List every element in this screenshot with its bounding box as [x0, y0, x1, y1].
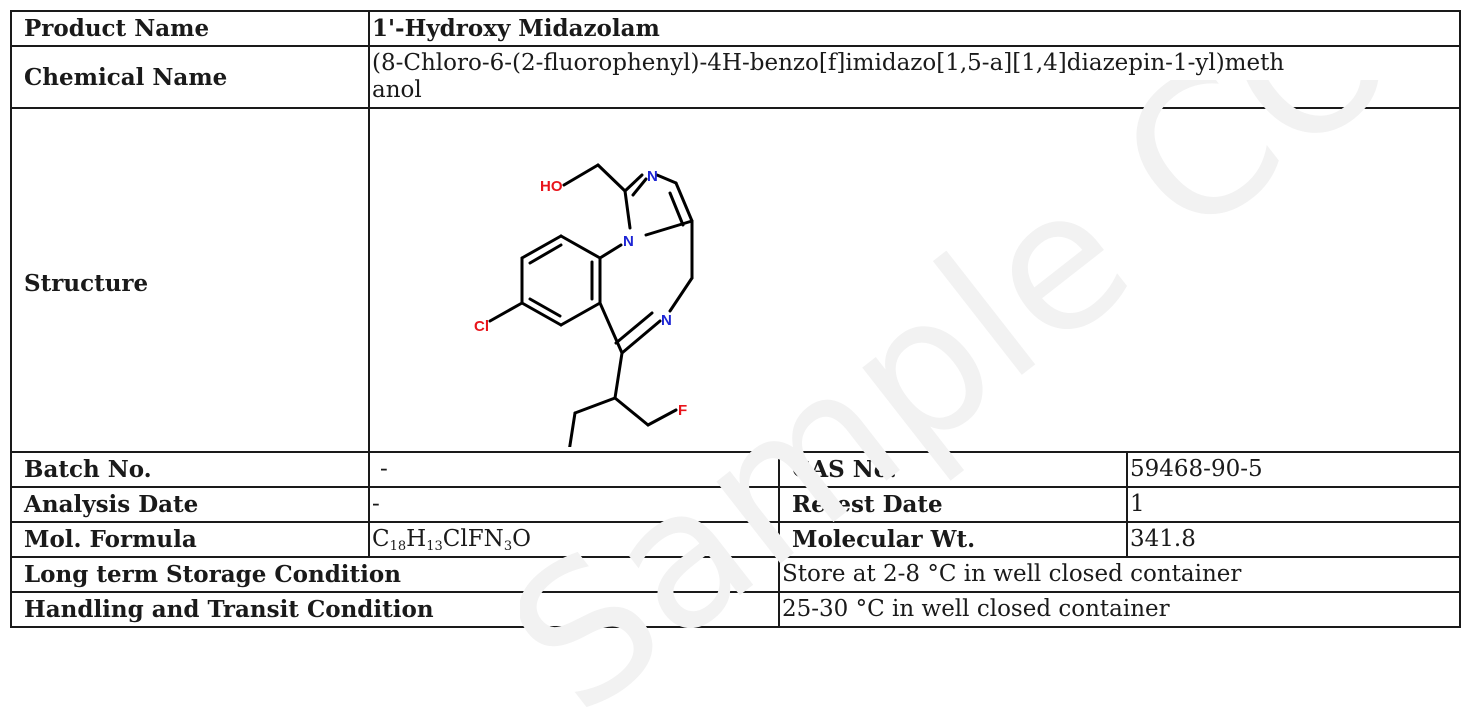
analysis-date-value: -: [368, 486, 780, 523]
mol-formula-value: C18H13ClFN3O: [368, 521, 780, 558]
mol-wt-label: Molecular Wt.: [778, 521, 1128, 558]
row-formula-wt: Mol. Formula C18H13ClFN3O Molecular Wt. …: [10, 521, 1462, 558]
storage-value: Store at 2-8 °C in well closed container: [777, 556, 1462, 593]
formula-n-count: 3: [503, 539, 513, 554]
formula-h-count: 13: [426, 539, 443, 554]
batch-no-value: -: [368, 451, 780, 488]
mol-formula-label: Mol. Formula: [10, 521, 370, 558]
coa-table: Product Name 1'-Hydroxy Midazolam Chemic…: [10, 10, 1462, 628]
analysis-date-label: Analysis Date: [10, 486, 370, 523]
cas-no-label: CAS No.: [778, 451, 1128, 488]
retest-date-value: 1: [1125, 486, 1462, 523]
storage-label: Long term Storage Condition: [10, 556, 780, 593]
structure-label: Structure: [10, 107, 370, 453]
row-handling: Handling and Transit Condition 25-30 °C …: [10, 591, 1462, 628]
atom-ho: HO: [540, 178, 563, 195]
chemical-name-text: (8-Chloro-6-(2-fluorophenyl)-4H-benzo[f]…: [372, 50, 1285, 103]
row-storage: Long term Storage Condition Store at 2-8…: [10, 556, 1462, 593]
retest-date-label: Retest Date: [778, 486, 1128, 523]
atom-cl: Cl: [474, 318, 489, 335]
chemical-name-value: (8-Chloro-6-(2-fluorophenyl)-4H-benzo[f]…: [367, 45, 1462, 109]
atom-n-diazepine: N: [661, 312, 672, 329]
row-structure: Structure: [10, 107, 1462, 453]
mol-wt-value: 341.8: [1125, 521, 1462, 558]
handling-value: 25-30 °C in well closed container: [777, 591, 1462, 628]
handling-label: Handling and Transit Condition: [10, 591, 780, 628]
row-batch-cas: Batch No. - CAS No. 59468-90-5: [10, 451, 1462, 488]
formula-c: C: [372, 526, 390, 552]
row-product-name: Product Name 1'-Hydroxy Midazolam: [10, 10, 1462, 47]
chemical-name-label: Chemical Name: [10, 45, 370, 109]
row-dates: Analysis Date - Retest Date 1: [10, 486, 1462, 523]
formula-o: O: [512, 526, 531, 552]
atom-n-imidazole-1: N: [623, 233, 634, 250]
atom-f: F: [678, 402, 687, 419]
atom-n-imidazole-2: N: [647, 168, 658, 185]
formula-c-count: 18: [389, 539, 407, 554]
structure-cell: Cl N N N HO F: [367, 107, 1462, 453]
structure-drawing: Cl N N N HO F: [474, 163, 694, 447]
product-name-label: Product Name: [10, 10, 370, 47]
row-chemical-name: Chemical Name (8-Chloro-6-(2-fluoropheny…: [10, 45, 1462, 109]
formula-clfn: ClFN: [442, 526, 504, 552]
batch-no-label: Batch No.: [10, 451, 370, 488]
product-name-value: 1'-Hydroxy Midazolam: [367, 10, 1462, 47]
cas-no-value: 59468-90-5: [1125, 451, 1462, 488]
formula-h: H: [406, 526, 427, 552]
